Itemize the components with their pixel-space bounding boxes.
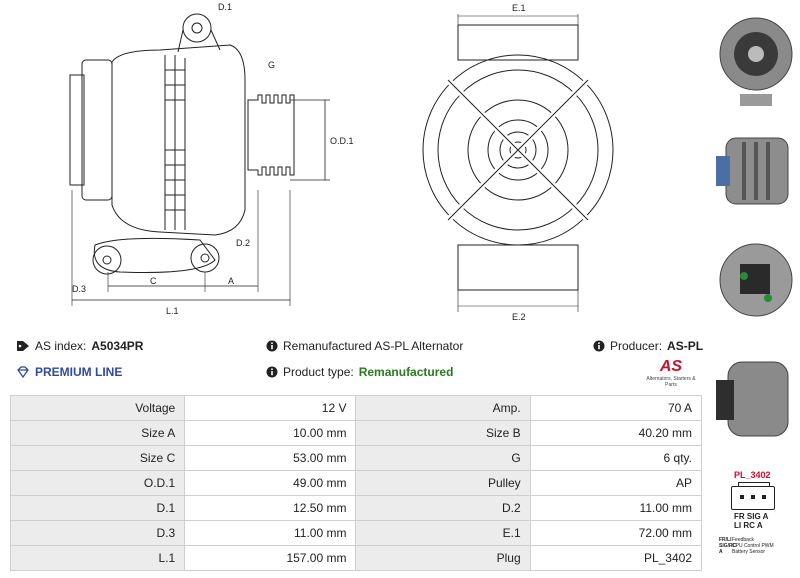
spec-value: 6 qty.	[529, 445, 703, 471]
plug-pins-row2: LI RC A	[734, 521, 763, 530]
mount-d3	[92, 245, 122, 275]
legend-item: SIG/RCCPU Control PWM	[719, 543, 774, 549]
spec-value: 11.00 mm	[529, 495, 703, 521]
legend-item: FR/LIFeedback	[719, 537, 774, 543]
as-pl-logo: AS Alternators, Starters & Parts	[640, 358, 702, 388]
spec-label: Plug	[355, 545, 531, 571]
spec-value: AP	[529, 470, 703, 496]
legend-key: A	[719, 549, 723, 555]
tag-icon	[17, 341, 29, 351]
label-od1: O.D.1	[330, 136, 354, 146]
product-type-label: Product type:	[283, 365, 354, 379]
spec-value: 53.00 mm	[184, 445, 357, 471]
as-index-row: AS index: A5034PR	[16, 339, 143, 353]
producer-label: Producer:	[610, 339, 663, 353]
as-index-value: A5034PR	[91, 339, 144, 353]
photo-pulley[interactable]	[714, 346, 798, 452]
legend-text: Feedback	[732, 537, 754, 543]
producer-value: AS-PL	[667, 339, 704, 353]
spec-label: D.2	[355, 495, 531, 521]
spec-value: 10.00 mm	[184, 420, 357, 446]
photo-front[interactable]	[714, 4, 798, 110]
product-type-row: Product type: Remanufactured	[266, 365, 453, 379]
premium-line-label: PREMIUM LINE	[35, 365, 123, 379]
photo-side[interactable]	[714, 118, 798, 224]
spec-label: L.1	[9, 545, 186, 571]
photo-rear[interactable]	[714, 228, 798, 334]
description-text: Remanufactured AS-PL Alternator	[283, 339, 464, 353]
plug-pin-labels: FR SIG A LI RC A	[734, 512, 768, 530]
legend-item: A Battery Sensor	[719, 549, 774, 555]
spec-label: E.1	[355, 520, 531, 546]
legend-key: SIG/RC	[719, 543, 737, 549]
info-icon	[593, 340, 605, 352]
plug-title: PL_3402	[734, 470, 771, 480]
spec-value: 157.00 mm	[184, 545, 357, 571]
legend-text: CPU Control PWM	[732, 543, 774, 549]
spec-value: PL_3402	[529, 545, 703, 571]
spec-value: 11.00 mm	[184, 520, 357, 546]
spec-label: G	[355, 445, 531, 471]
label-e1: E.1	[512, 3, 526, 13]
side-view-housing	[111, 44, 246, 236]
label-a: A	[228, 276, 234, 286]
spec-label: Size C	[9, 445, 186, 471]
spec-label: Amp.	[355, 395, 531, 421]
description-row: Remanufactured AS-PL Alternator	[266, 339, 463, 353]
spec-label: O.D.1	[9, 470, 186, 496]
logo-mark: AS	[659, 358, 683, 375]
spec-value: 72.00 mm	[529, 520, 703, 546]
spec-label: D.1	[9, 495, 186, 521]
producer-row: Producer: AS-PL	[593, 339, 703, 353]
diamond-icon	[17, 366, 29, 378]
spec-value: 49.00 mm	[184, 470, 357, 496]
legend-key: FR/LI	[719, 537, 732, 543]
side-view-terminal	[69, 74, 85, 186]
label-g: G	[268, 60, 275, 70]
plug-pins-row1: FR SIG A	[734, 512, 769, 521]
as-index-label: AS index:	[35, 339, 87, 353]
spec-label: D.3	[9, 520, 186, 546]
label-c: C	[150, 276, 157, 286]
label-l1: L.1	[166, 306, 179, 316]
spec-value: 40.20 mm	[529, 420, 703, 446]
label-e2: E.2	[512, 312, 526, 322]
spec-value: 12.50 mm	[184, 495, 357, 521]
spec-label: Voltage	[9, 395, 186, 421]
spec-label: Size A	[9, 420, 186, 446]
product-photos	[710, 0, 800, 578]
premium-line-row: PREMIUM LINE	[16, 365, 122, 379]
logo-tagline: Alternators, Starters & Parts	[646, 376, 696, 388]
label-d2: D.2	[236, 238, 250, 248]
spec-value: 12 V	[184, 395, 357, 421]
info-icon	[266, 366, 278, 378]
spec-label: Size B	[355, 420, 531, 446]
spec-label: Pulley	[355, 470, 531, 496]
label-d3: D.3	[72, 284, 86, 294]
mount-d1	[182, 13, 212, 43]
label-d1: D.1	[218, 2, 232, 12]
pulley-side	[247, 94, 295, 176]
spec-value: 70 A	[529, 395, 703, 421]
product-type-value: Remanufactured	[358, 365, 454, 379]
side-view-rear-cover	[81, 59, 113, 201]
info-icon	[266, 340, 278, 352]
mount-d2	[190, 243, 220, 273]
technical-drawing: D.1 G O.D.1 D.2 D.3 C A L.1 E.1 E.2	[69, 2, 614, 322]
plug-connector-icon	[731, 482, 775, 510]
legend-text: Battery Sensor	[732, 549, 766, 555]
